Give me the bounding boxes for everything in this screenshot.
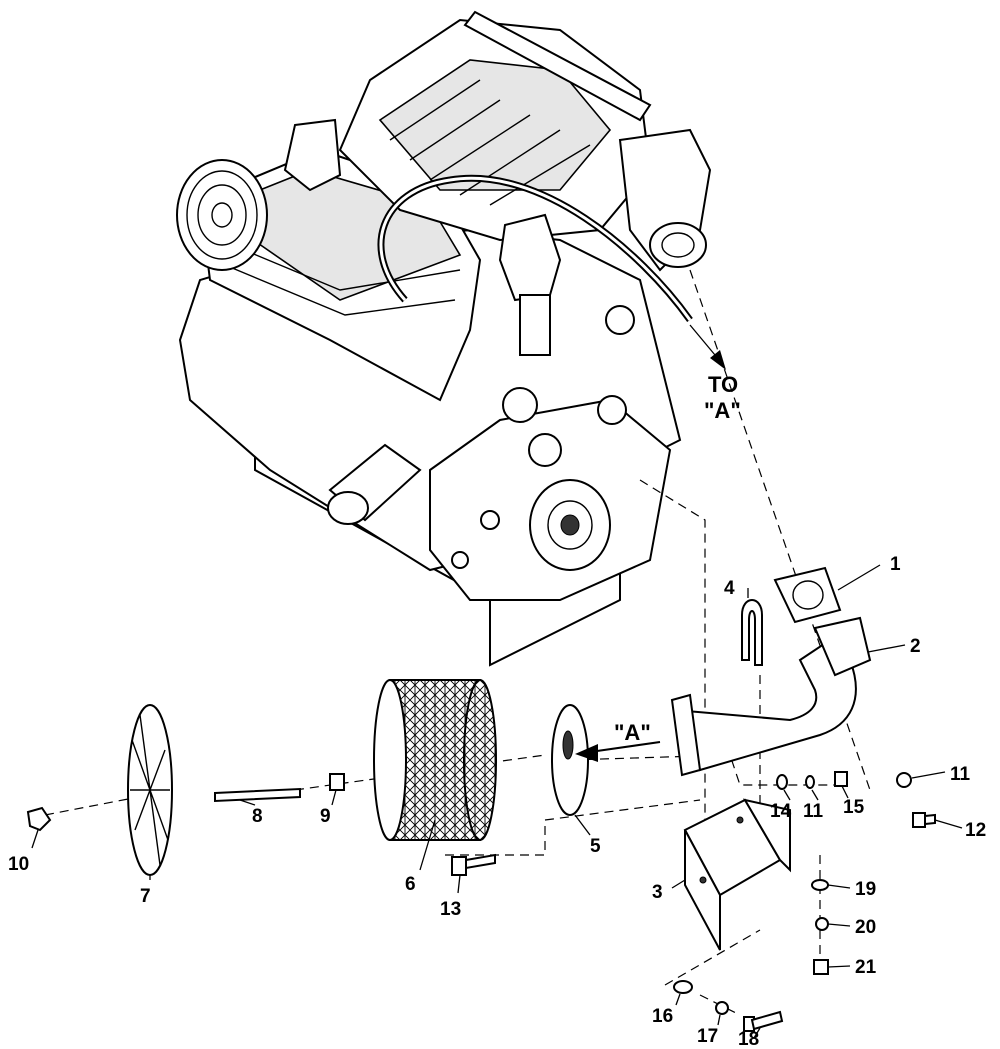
callout-2: 2 [910,636,921,657]
part-cover [127,704,173,876]
part-bolt [451,853,496,876]
a-annotation: "A" [614,720,651,745]
callout-10: 10 [8,854,29,875]
callout-20: 20 [855,917,876,938]
callout-7: 7 [140,886,151,907]
part-u-bolt [741,599,763,666]
callout-14: 14 [770,801,792,822]
leader-lines [31,564,963,1039]
to-a-annotation-line2: "A" [704,398,741,423]
callout-11-b: 11 [950,764,971,785]
callout-11-a: 11 [803,801,824,822]
engine-assembly [176,10,726,667]
part-nut [329,773,345,791]
callout-13: 13 [440,899,461,920]
part-air-filter [373,679,497,841]
part-intake-tube [670,616,872,777]
callout-18: 18 [738,1029,759,1049]
a-arrow [575,741,661,762]
callout-21: 21 [855,957,877,978]
part-stud [214,787,301,803]
hardware [673,771,936,1032]
callout-6: 6 [405,874,416,895]
part-wing-nut [26,806,52,832]
callout-4: 4 [724,578,735,599]
callout-19: 19 [855,879,876,900]
callout-1: 1 [890,554,901,575]
callout-3: 3 [652,882,663,903]
callout-12: 12 [965,820,986,841]
part-adapter [551,704,589,816]
to-a-annotation-line1: TO [708,372,738,397]
callout-8: 8 [252,806,263,827]
part-gasket [773,566,842,624]
callout-17: 17 [697,1026,718,1047]
callout-9: 9 [320,806,331,827]
callout-15: 15 [843,797,865,818]
part-bracket [683,798,791,951]
callout-5: 5 [590,836,601,857]
callout-16: 16 [652,1006,673,1027]
